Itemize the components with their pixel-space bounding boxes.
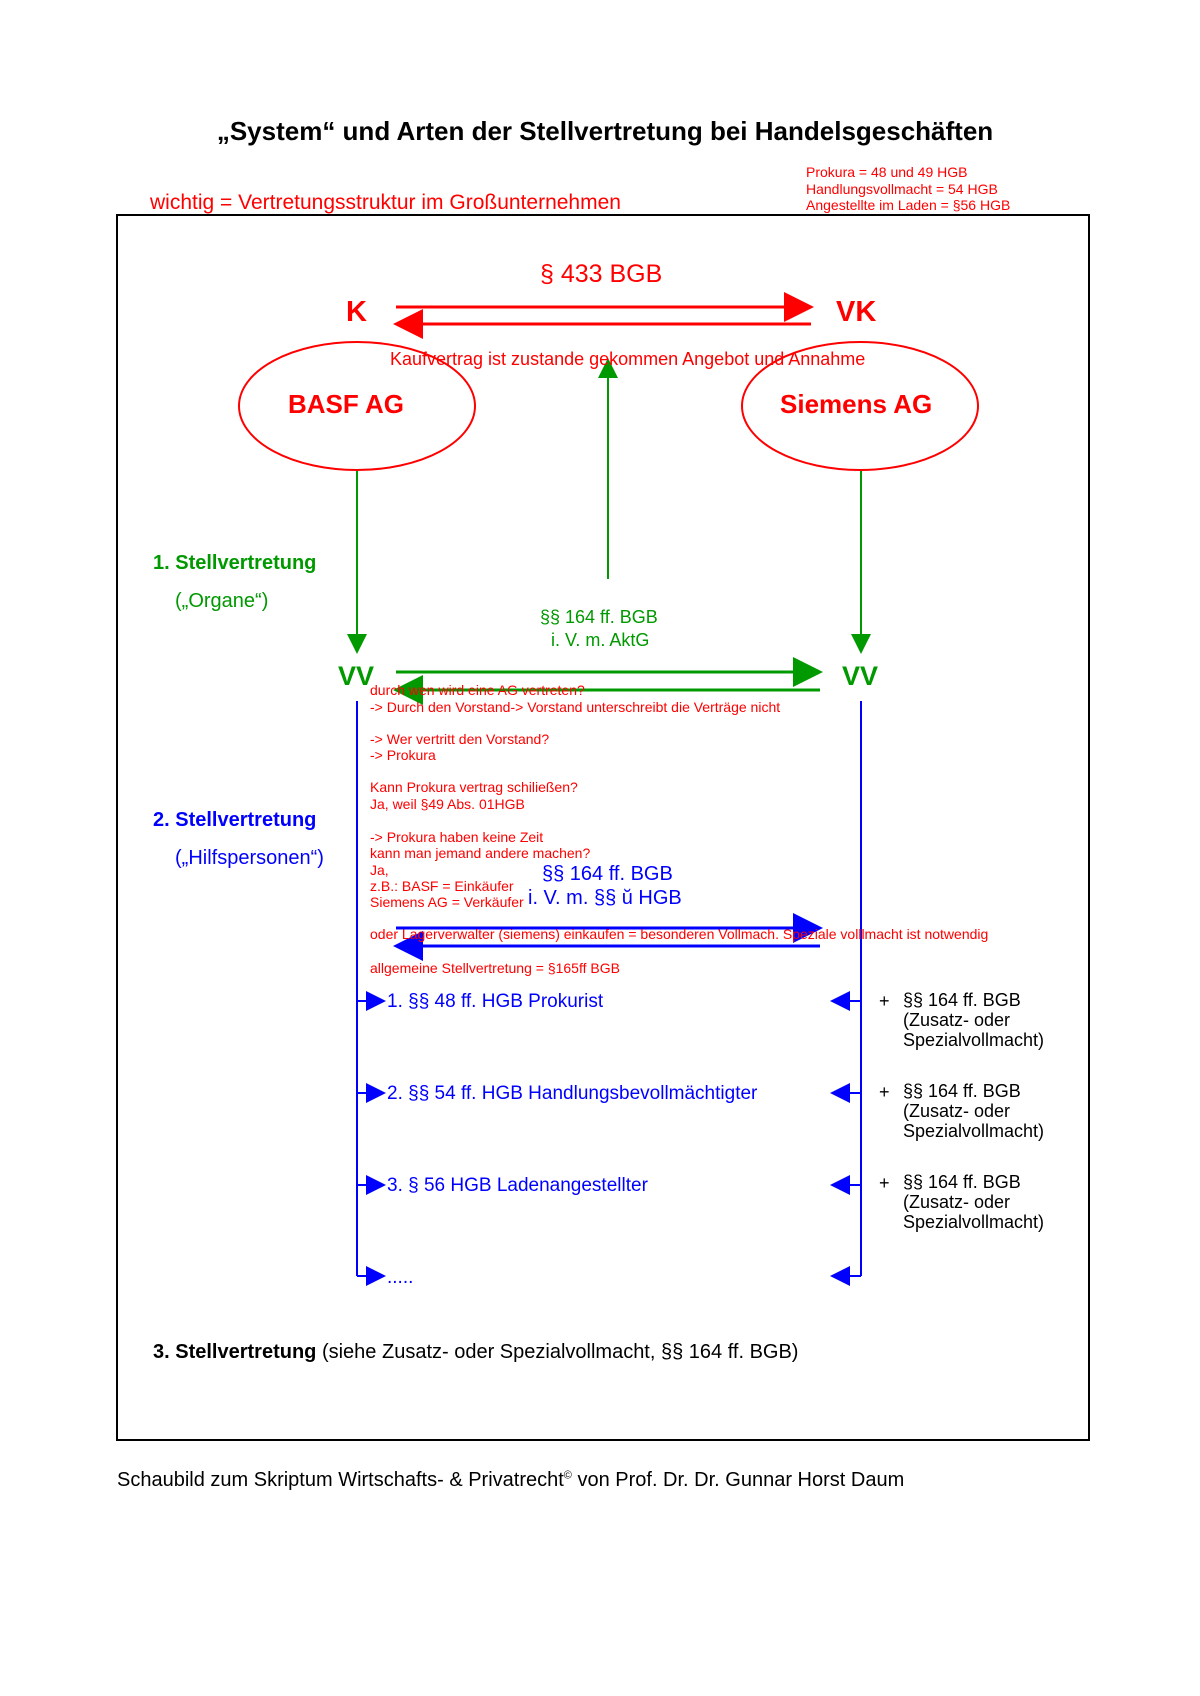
plus-sign: + [879,1082,890,1102]
addon-law: §§ 164 ff. BGB [903,990,1021,1010]
note-line: Ja, weil §49 Abs. 01HGB [370,796,525,812]
important-note: wichtig = Vertretungsstruktur im Großunt… [150,191,621,214]
item-ladenangestellter: 3. § 56 HGB Ladenangestellter [387,1175,648,1196]
note-line: Siemens AG = Verkäufer [370,894,524,910]
note-line: -> Prokura haben keine Zeit [370,829,544,845]
footer-text: Schaubild zum Skriptum Wirtschafts- & Pr… [117,1469,564,1491]
basf-ellipse [238,341,476,471]
vv-right: VV [842,661,879,691]
seller-label: VK [836,296,877,328]
basf-label: BASF AG [288,389,405,419]
note-line: kann man jemand andere machen? [370,845,591,861]
note-line: Ja, [370,862,389,878]
note-line: -> Wer vertritt den Vorstand? [370,731,550,747]
footer: Schaubild zum Skriptum Wirtschafts- & Pr… [117,1470,904,1490]
addon-line: Spezialvollmacht) [903,1121,1045,1141]
item-handlungsbevollmaechtigter: 2. §§ 54 ff. HGB Handlungsbevollmächtigt… [387,1083,758,1104]
plus-sign: + [879,1173,890,1193]
addon-line: Spezialvollmacht) [903,1030,1045,1050]
note-line: -> Prokura [370,747,436,763]
addon-line: (Zusatz- oder [903,1192,1011,1212]
first-law-2: i. V. m. AktG [551,630,650,650]
note-line: allgemeine Stellvertretung = §165ff BGB [370,960,620,976]
first-representation-sub: („Organe“) [175,590,269,612]
side-note: Prokura = 48 und 49 HGB [806,164,968,180]
page-title: „System“ und Arten der Stellvertretung b… [216,116,994,146]
note-line: -> Durch den Vorstand-> Vorstand untersc… [370,699,781,715]
siemens-label: Siemens AG [780,389,933,419]
third-rest: (siehe Zusatz- oder Spezialvollmacht, §§… [316,1341,799,1363]
addon-line: Spezialvollmacht) [903,1212,1045,1232]
note-line: oder Lagerverwalter (siemens) einkaufen … [370,926,989,942]
second-law-2: i. V. m. §§ ŭ HGB [528,887,682,909]
note-line: durch wen wird eine AG vertreten? [370,682,585,698]
second-representation-sub: („Hilfspersonen“) [175,847,324,869]
addon-law: §§ 164 ff. BGB [903,1081,1021,1101]
side-note: Angestellte im Laden = §56 HGB [806,197,1011,213]
note-line: z.B.: BASF = Einkäufer [370,878,514,894]
law-433: § 433 BGB [540,260,663,288]
siemens-ellipse [741,341,979,471]
first-representation-label: 1. Stellvertretung [153,552,317,574]
note-line: Kann Prokura vertrag schiließen? [370,779,578,795]
item-prokurist: 1. §§ 48 ff. HGB Prokurist [387,991,604,1012]
vv-left: VV [338,661,375,691]
buyer-label: K [346,296,367,328]
second-law: §§ 164 ff. BGB [542,863,673,885]
addon-line: (Zusatz- oder [903,1101,1011,1121]
item-more: ..... [387,1267,414,1288]
addon-line: (Zusatz- oder [903,1010,1011,1030]
copyright-mark: © [563,1469,572,1482]
third-label: 3. Stellvertretung [153,1341,317,1363]
addon-law: §§ 164 ff. BGB [903,1172,1021,1192]
third-representation: 3. Stellvertretung (siehe Zusatz- oder S… [153,1342,798,1362]
frame-box [116,214,1090,1441]
side-note: Handlungsvollmacht = 54 HGB [806,181,998,197]
second-representation-label: 2. Stellvertretung [153,809,317,831]
plus-sign: + [879,991,890,1011]
footer-author: von Prof. Dr. Dr. Gunnar Horst Daum [571,1469,905,1491]
first-law: §§ 164 ff. BGB [540,607,658,627]
contract-note: Kaufvertrag ist zustande gekommen Angebo… [390,349,866,369]
